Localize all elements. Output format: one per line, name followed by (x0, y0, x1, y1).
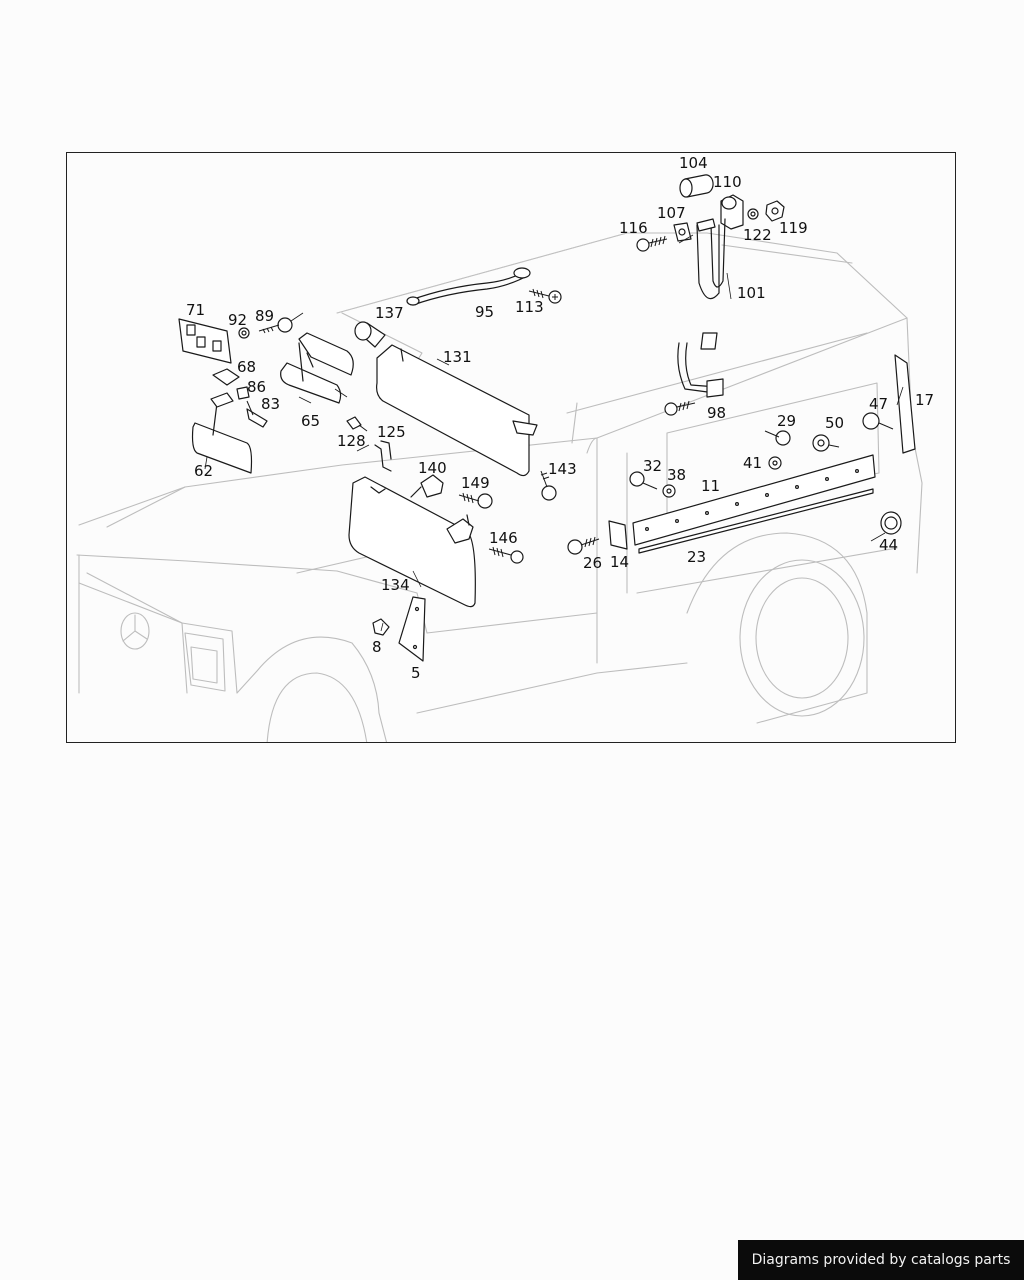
callout-label: 143 (548, 460, 577, 478)
part-104-sleeve (679, 174, 714, 198)
part-92-washer (238, 327, 250, 339)
part-17-trim-strip (894, 354, 916, 454)
callout-label: 86 (247, 378, 266, 396)
callout-label: 98 (707, 404, 726, 422)
part-146-screw (488, 546, 524, 564)
callout-label: 125 (377, 423, 406, 441)
callout-label: 41 (743, 454, 762, 472)
parts-line-art (178, 174, 916, 662)
callout-label: 71 (186, 301, 205, 319)
callout-label: 122 (743, 226, 772, 244)
part-116-screw (636, 235, 668, 252)
callout-label: 101 (737, 284, 766, 302)
callout-label: 140 (418, 459, 447, 477)
part-125-bracket (374, 440, 392, 472)
part-5-trim (398, 596, 426, 662)
callout-label: 47 (869, 395, 888, 413)
callout-label: 113 (515, 298, 544, 316)
part-83-screw (246, 400, 268, 428)
callout-label: 116 (619, 219, 648, 237)
part-29-screw (764, 430, 791, 446)
leader-lines (204, 234, 904, 632)
callout-label: 119 (779, 219, 808, 237)
callout-label: 17 (915, 391, 934, 409)
callout-label: 11 (701, 477, 720, 495)
visor-hinge (446, 514, 474, 544)
callout-label: 44 (879, 536, 898, 554)
attribution-text: Diagrams provided by catalogs parts (751, 1252, 1011, 1268)
part-122-washer (747, 208, 759, 220)
part-38-washer (662, 484, 676, 498)
part-68-pad (212, 368, 240, 386)
callout-label: 95 (475, 303, 494, 321)
part-32-screw (629, 471, 658, 490)
callout-label: 5 (411, 664, 421, 682)
callout-label: 134 (381, 576, 410, 594)
part-23-strip (638, 488, 874, 554)
part-47-screw (862, 412, 894, 430)
callout-label: 146 (489, 529, 518, 547)
callout-label: 104 (679, 154, 708, 172)
part-65-mirror (280, 332, 354, 404)
part-44-grommet (880, 511, 902, 535)
callout-label: 89 (255, 307, 274, 325)
part-62-rear-mirror (191, 392, 253, 474)
callout-label: 23 (687, 548, 706, 566)
part-113-screw-upper (528, 288, 562, 304)
part-11-side-rail (632, 454, 876, 546)
callout-label: 149 (461, 474, 490, 492)
attribution-banner: Diagrams provided by catalogs parts (738, 1240, 1024, 1280)
part-50-grommet (812, 434, 840, 452)
part-137-sleeve (354, 321, 386, 348)
part-131-sun-visor (376, 344, 538, 477)
part-134-sun-visor (348, 476, 476, 608)
callout-label: 83 (261, 395, 280, 413)
part-71-mount-plate (178, 318, 232, 364)
part-107-clip (673, 222, 692, 242)
part-113-screw-lower (664, 400, 696, 416)
part-143-screw (540, 470, 557, 501)
part-89-screw (258, 317, 293, 334)
part-98-handle (677, 332, 724, 398)
part-14-plate (608, 520, 628, 550)
callout-label: 65 (301, 412, 320, 430)
part-8-clip (372, 618, 390, 636)
callout-label: 14 (610, 553, 629, 571)
callout-label: 131 (443, 348, 472, 366)
exploded-parts-diagram: 104 110 107 116 122 119 101 137 95 113 7… (76, 154, 934, 742)
callout-label: 62 (194, 462, 213, 480)
callout-label: 68 (237, 358, 256, 376)
callout-label: 32 (643, 457, 662, 475)
part-119-nut (765, 200, 785, 222)
callout-label: 38 (667, 466, 686, 484)
parts-diagram-frame: 104 110 107 116 122 119 101 137 95 113 7… (66, 152, 956, 743)
callout-label: 92 (228, 311, 247, 329)
callout-label: 110 (713, 173, 742, 191)
callout-label: 50 (825, 414, 844, 432)
callout-label: 137 (375, 304, 404, 322)
callout-label: 8 (372, 638, 382, 656)
part-26-screw (567, 536, 600, 555)
callout-label: 128 (337, 432, 366, 450)
callout-label: 29 (777, 412, 796, 430)
part-41-clip (768, 456, 782, 470)
part-140-clip (410, 474, 444, 498)
part-95-handle (406, 267, 531, 306)
part-149-screw (458, 492, 493, 509)
part-86-clip (236, 386, 250, 400)
part-101-strap (696, 218, 726, 300)
part-128-stud (346, 416, 368, 432)
callout-label: 26 (583, 554, 602, 572)
callout-label: 107 (657, 204, 686, 222)
callout-labels: 104 110 107 116 122 119 101 137 95 113 7… (186, 154, 934, 682)
vehicle-outline (76, 232, 923, 742)
part-110-bracket (720, 194, 744, 230)
